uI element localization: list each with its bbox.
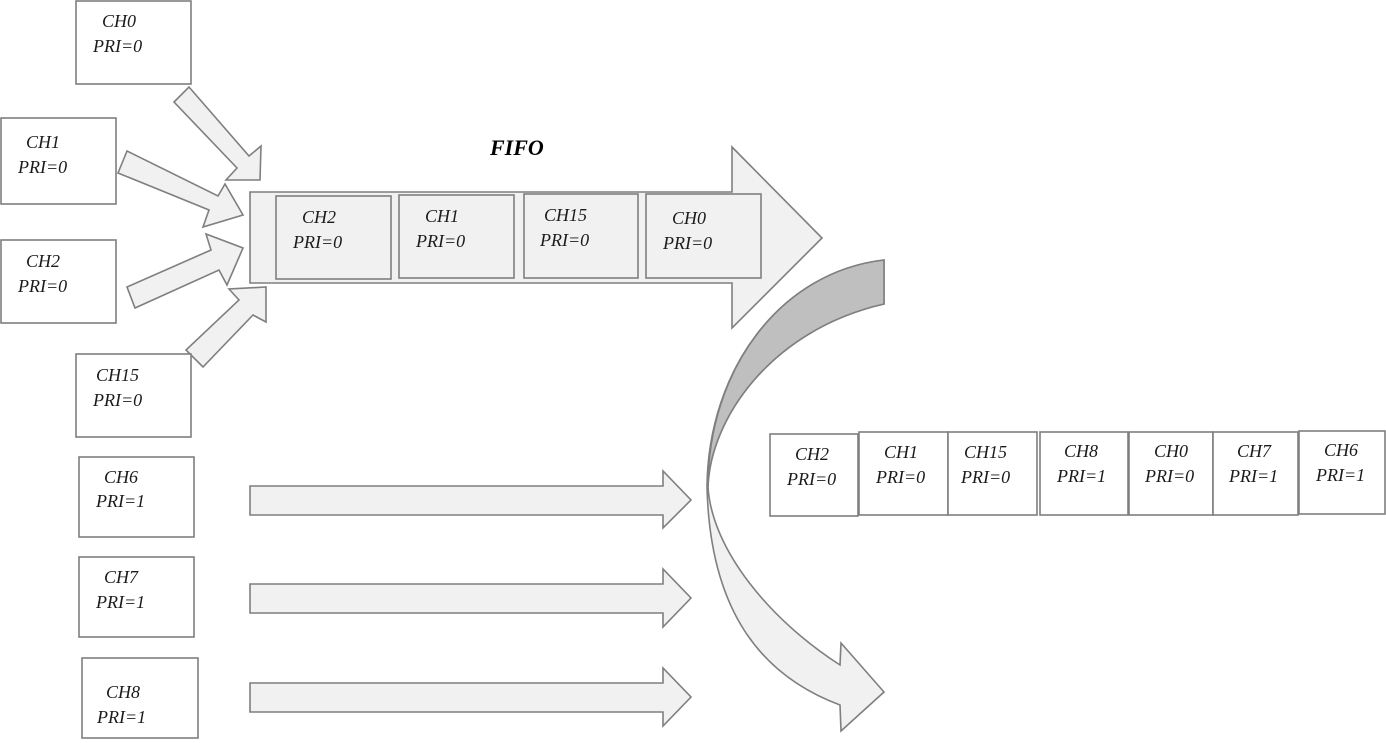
fifo-queue-item: CH0 PRI=0 <box>645 193 762 279</box>
arrow-ch15-to-fifo <box>184 286 267 369</box>
output-queue-item-pri: PRI=0 <box>786 469 836 489</box>
output-queue-item: CH7 PRI=1 <box>1212 431 1299 516</box>
arrow-ch6-to-merge <box>249 469 693 530</box>
curved-merge-arrow-shade <box>707 259 885 488</box>
output-queue-item: CH6 PRI=1 <box>1298 430 1386 515</box>
arrow-ch8-to-merge <box>249 666 693 728</box>
fifo-queue-item: CH2 PRI=0 <box>275 195 392 280</box>
output-queue-item-ch: CH6 <box>1324 440 1358 460</box>
fifo-queue-item-pri: PRI=0 <box>539 230 589 250</box>
input-channel-ch: CH15 <box>96 365 139 385</box>
output-queue-item-pri: PRI=0 <box>875 467 925 487</box>
input-channel-box: CH15 PRI=0 <box>75 353 192 438</box>
output-queue-item-ch: CH7 <box>1237 441 1272 461</box>
input-channel-box: CH1 PRI=0 <box>0 117 117 205</box>
input-channel-pri: PRI=0 <box>92 36 142 56</box>
fifo-label: FIFO <box>489 135 544 160</box>
arrow-ch7-to-merge <box>249 567 693 629</box>
input-channel-pri: PRI=0 <box>17 157 67 177</box>
fifo-queue-item: CH1 PRI=0 <box>398 194 515 279</box>
output-queue-item-ch: CH2 <box>795 444 829 464</box>
fifo-queue-item-pri: PRI=0 <box>415 231 465 251</box>
input-channel-box: CH8 PRI=1 <box>81 657 199 739</box>
output-queue-item: CH15 PRI=0 <box>947 431 1038 516</box>
input-channel-ch: CH0 <box>102 11 136 31</box>
fifo-queue-item-ch: CH1 <box>425 206 459 226</box>
input-channel-ch: CH8 <box>106 682 140 702</box>
input-channel-pri: PRI=0 <box>92 390 142 410</box>
input-channel-ch: CH7 <box>104 567 139 587</box>
output-queue-item-ch: CH1 <box>884 442 918 462</box>
output-queue-item-pri: PRI=1 <box>1056 466 1106 486</box>
input-channels: CH0 PRI=0 CH1 PRI=0 CH2 PRI=0 CH15 PRI=0… <box>0 0 199 739</box>
output-queue-item-ch: CH15 <box>964 442 1007 462</box>
input-channel-pri: PRI=1 <box>95 592 145 612</box>
fifo-queue-item-pri: PRI=0 <box>662 233 712 253</box>
input-channel-pri: PRI=1 <box>96 707 146 727</box>
output-queue-item-ch: CH0 <box>1154 441 1188 461</box>
input-channel-pri: PRI=1 <box>95 491 145 511</box>
fifo-queue-item-ch: CH15 <box>544 205 587 225</box>
input-channel-ch: CH2 <box>26 251 60 271</box>
input-channel-box: CH6 PRI=1 <box>78 456 195 538</box>
fifo-queue: CH2 PRI=0 CH1 PRI=0 CH15 PRI=0 CH0 PRI=0 <box>275 193 762 280</box>
output-queue-item-ch: CH8 <box>1064 441 1098 461</box>
output-queue-item: CH2 PRI=0 <box>769 433 859 517</box>
arrow-ch2-to-fifo <box>125 232 245 310</box>
fifo-queue-item: CH15 PRI=0 <box>523 193 639 279</box>
input-channel-box: CH7 PRI=1 <box>78 556 195 638</box>
fifo-queue-item-ch: CH0 <box>672 208 706 228</box>
output-queue-item-pri: PRI=1 <box>1315 465 1365 485</box>
input-channel-box: CH2 PRI=0 <box>0 239 117 324</box>
output-queue-item-pri: PRI=1 <box>1228 466 1278 486</box>
input-channel-ch: CH6 <box>104 467 138 487</box>
output-queue-item: CH1 PRI=0 <box>858 431 949 516</box>
arrow-ch0-to-fifo <box>172 85 262 181</box>
input-channel-pri: PRI=0 <box>17 276 67 296</box>
output-queue-item: CH0 PRI=0 <box>1128 431 1214 516</box>
output-queue-item: CH8 PRI=1 <box>1039 431 1129 516</box>
input-channel-box: CH0 PRI=0 <box>75 0 192 85</box>
input-channel-ch: CH1 <box>26 132 60 152</box>
arrow-ch1-to-fifo <box>116 149 245 229</box>
fifo-queue-item-ch: CH2 <box>302 207 336 227</box>
output-queue-item-pri: PRI=0 <box>1144 466 1194 486</box>
fifo-queue-item-pri: PRI=0 <box>292 232 342 252</box>
output-queue: CH2 PRI=0 CH1 PRI=0 CH15 PRI=0 CH8 PRI=1… <box>769 430 1386 517</box>
output-queue-item-pri: PRI=0 <box>960 467 1010 487</box>
